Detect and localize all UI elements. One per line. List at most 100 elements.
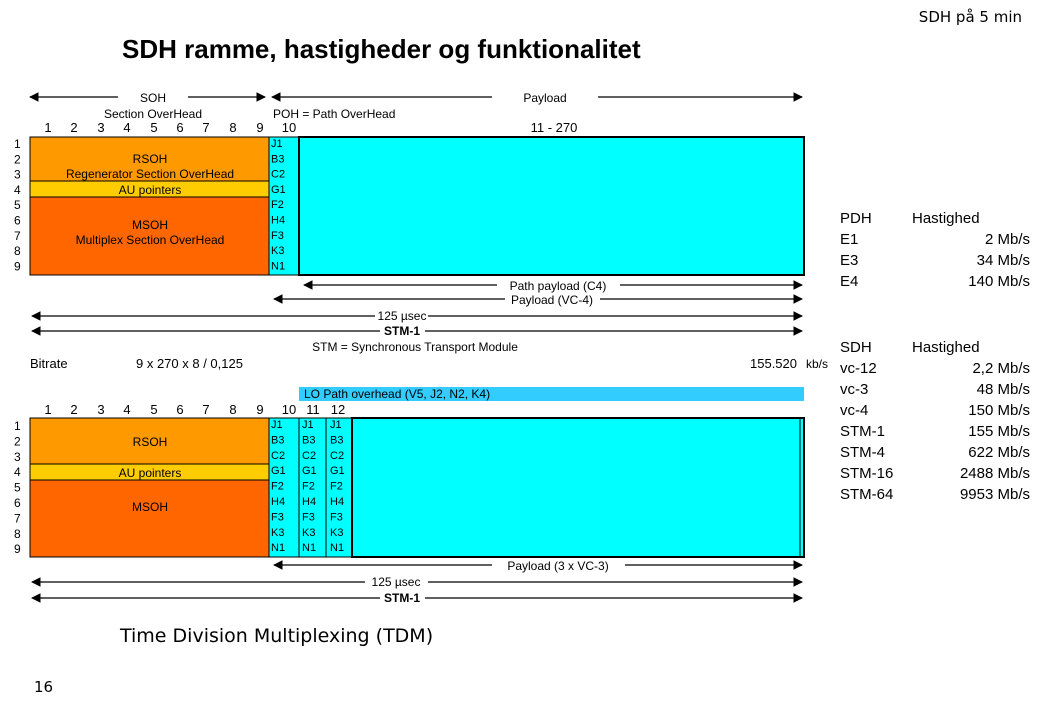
bitrate-label: Bitrate: [30, 356, 68, 371]
row-number: 9: [14, 542, 21, 556]
row-number: 2: [14, 152, 21, 166]
rsoh-block: [29, 136, 270, 182]
table-row: E1 2 Mb/s: [840, 231, 1030, 252]
column-number: 10: [282, 120, 296, 135]
row-number: 2: [14, 434, 21, 448]
pdh-header-rate: Hastighed: [912, 210, 980, 227]
poh-byte: G1: [271, 184, 286, 196]
column-number: 9: [256, 402, 263, 417]
poh-byte: F3: [271, 511, 284, 523]
poh-byte: J1: [302, 419, 314, 431]
poh-byte: B3: [302, 434, 315, 446]
au-pointers-label-2: AU pointers: [119, 466, 182, 480]
table-row: STM-64 9953 Mb/s: [840, 486, 1030, 507]
poh-byte: F2: [271, 199, 284, 211]
msoh-label-2: MSOH: [132, 500, 168, 514]
poh-byte: H4: [330, 496, 344, 508]
bitrate-formula: 9 x 270 x 8 / 0,125: [136, 356, 243, 371]
poh-byte: F2: [302, 481, 315, 493]
rate-name: vc-12: [840, 360, 877, 377]
rsoh-label-2: RSOH: [133, 435, 168, 449]
poh-byte: K3: [271, 527, 284, 539]
poh-byte: F2: [271, 481, 284, 493]
payload-area-2: [351, 417, 805, 558]
rate-name: STM-16: [840, 465, 894, 482]
poh-byte: G1: [271, 465, 286, 477]
column-number: 8: [229, 402, 236, 417]
payload-vc4-label: Payload (VC-4): [511, 293, 593, 307]
bitrate-value: 155.520: [750, 356, 797, 371]
t125-label-2: 125 µsec: [372, 575, 421, 589]
row-number: 8: [14, 244, 21, 258]
lo-path-overhead-label: LO Path overhead (V5, J2, N2, K4): [304, 387, 490, 401]
rate-value: 2 Mb/s: [984, 231, 1030, 248]
msoh-block-2: [29, 479, 270, 558]
column-number: 7: [202, 120, 209, 135]
row-number: 5: [14, 481, 21, 495]
poh-byte: F2: [330, 481, 343, 493]
poh-byte: K3: [330, 527, 343, 539]
rate-name: vc-3: [840, 381, 869, 398]
poh-byte: J1: [271, 138, 283, 150]
poh-column-vc3-1: [268, 417, 300, 558]
stm1-label-2: STM-1: [384, 591, 420, 605]
rate-value: 48 Mb/s: [976, 381, 1030, 398]
rate-name: STM-1: [840, 423, 885, 440]
soh-label: SOH: [140, 91, 166, 105]
rate-name: STM-64: [840, 486, 894, 503]
column-number: 6: [176, 120, 183, 135]
poh-column-vc3-2: [298, 417, 327, 558]
table-row: vc-4 150 Mb/s: [840, 402, 1030, 423]
row-number: 1: [14, 137, 21, 151]
column-number: 11: [306, 402, 320, 417]
column-number: 1: [44, 402, 51, 417]
row-number: 7: [14, 229, 21, 243]
column-number: 4: [123, 120, 130, 135]
cols-range-label: 11 - 270: [531, 120, 578, 135]
column-number: 6: [176, 402, 183, 417]
poh-byte: H4: [302, 496, 316, 508]
table-row: STM-1 155 Mb/s: [840, 423, 1030, 444]
page-title: SDH ramme, hastigheder og funktionalitet: [122, 34, 641, 64]
rate-value: 150 Mb/s: [968, 402, 1030, 419]
rate-value: 622 Mb/s: [968, 444, 1030, 461]
payload-label: Payload: [523, 91, 566, 105]
poh-byte: H4: [271, 496, 285, 508]
rsoh-block-2: [29, 417, 270, 465]
rate-name: E1: [840, 231, 859, 248]
msoh-full-label: Multiplex Section OverHead: [76, 233, 225, 247]
column-number: 9: [256, 120, 263, 135]
rate-name: E3: [840, 252, 859, 269]
rate-name: vc-4: [840, 402, 869, 419]
bitrate-unit: kb/s: [806, 357, 828, 371]
stm1-frame-vc3: RSOH AU pointers MSOH J1B3C2G1F2H4F3K3N1…: [29, 417, 805, 558]
rate-value: 9953 Mb/s: [959, 486, 1030, 503]
soh-full-label: Section OverHead: [104, 107, 202, 121]
column-number: 7: [202, 402, 209, 417]
poh-byte: G1: [330, 465, 345, 477]
column-number: 5: [150, 402, 157, 417]
poh-byte: F3: [302, 511, 315, 523]
poh-column: [268, 136, 300, 276]
table-row: vc-12 2,2 Mb/s: [840, 360, 1030, 381]
poh-byte: J1: [271, 419, 283, 431]
poh-byte: K3: [271, 245, 284, 257]
column-number: 8: [229, 120, 236, 135]
tdm-caption: Time Division Multiplexing (TDM): [120, 625, 434, 647]
poh-label: POH = Path OverHead: [273, 107, 395, 121]
lo-path-overhead-bar: [299, 387, 804, 401]
rate-value: 155 Mb/s: [968, 423, 1030, 440]
msoh-label: MSOH: [132, 218, 168, 232]
rate-value: 2,2 Mb/s: [972, 360, 1030, 377]
rate-name: STM-4: [840, 444, 885, 461]
column-number: 3: [97, 402, 104, 417]
